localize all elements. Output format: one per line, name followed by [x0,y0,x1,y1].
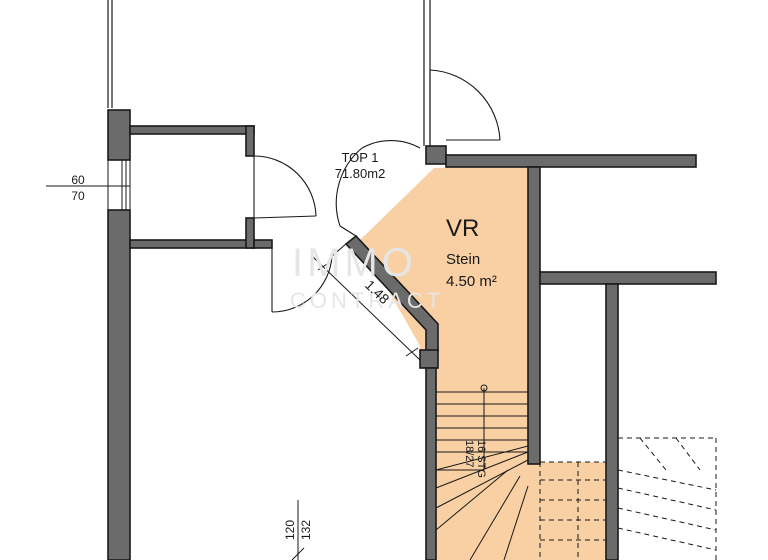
room-material: Stein [446,251,480,268]
dim-bottom-a: 120 [283,520,297,540]
stairs [435,384,529,560]
unit-area: 71.80m2 [335,166,386,181]
stairs-dashed [539,437,717,560]
upper-thin-lines [107,0,431,146]
door-swings [253,69,501,313]
dim-wall-bottom: 70 [71,189,85,203]
room-area: 4.50 m² [446,273,497,290]
vr-room-fill [360,164,528,462]
unit-name: TOP 1 [341,150,378,165]
window-left [107,160,131,210]
stair-lower-fill [436,462,616,560]
dim-wall-top: 60 [71,173,85,187]
watermark-line1: IMMO [292,241,417,285]
watermark-line2: CONTRACT [290,288,444,313]
stair-label-a: 16 STG [475,440,487,478]
stair-label-b: 18/27 [463,440,475,468]
room-code: VR [446,215,479,242]
dimension-lines [46,185,421,560]
walls [107,109,717,560]
dim-bottom-b: 132 [299,520,313,540]
